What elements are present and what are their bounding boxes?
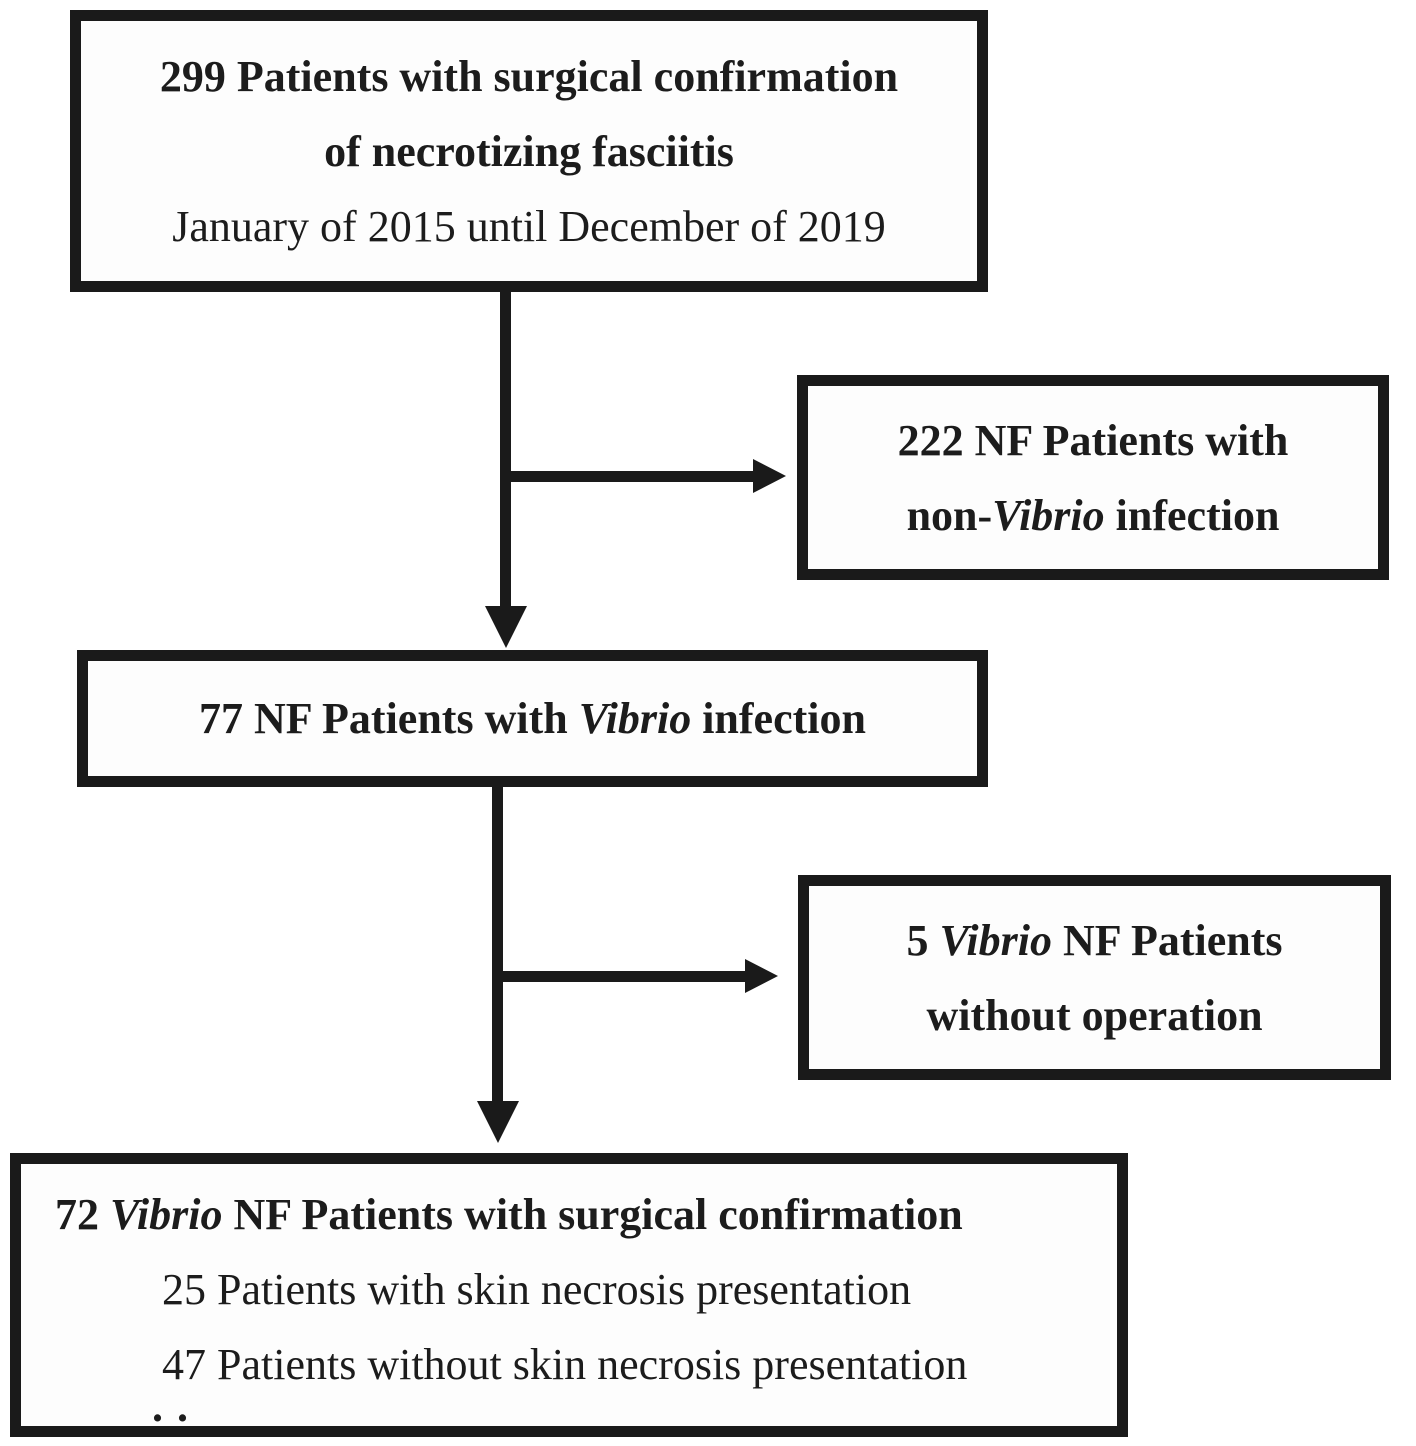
box-excluded-non-vibrio: 222 NF Patients with non-Vibrio infectio… — [797, 375, 1389, 580]
final-cohort-with-necrosis: 25 Patients with skin necrosis presentat… — [162, 1265, 912, 1314]
arrow-branch-no-operation-shaft — [497, 971, 747, 982]
final-cohort-title: 72 Vibrio NF Patients with surgical conf… — [55, 1190, 963, 1239]
arrow-branch-non-vibrio-shaft — [505, 471, 755, 482]
excluded-no-operation-line-2: without operation — [926, 990, 1263, 1040]
total-patients-line-1: 299 Patients with surgical confirmation — [159, 51, 899, 101]
total-patients-period: January of 2015 until December of 2019 — [172, 201, 886, 251]
cropped-text-artifact: .. — [152, 1382, 202, 1431]
total-patients-line-2: of necrotizing fasciitis — [324, 126, 734, 176]
excluded-non-vibrio-line-1: 222 NF Patients with — [897, 415, 1289, 465]
final-cohort-without-necrosis: 47 Patients without skin necrosis presen… — [162, 1340, 968, 1389]
excluded-no-operation-line-1: 5 Vibrio NF Patients — [906, 915, 1283, 965]
box-total-patients: 299 Patients with surgical confirmation … — [70, 10, 988, 292]
box-vibrio-infection: 77 NF Patients with Vibrio infection — [77, 650, 988, 787]
excluded-non-vibrio-line-2: non-Vibrio infection — [906, 490, 1280, 540]
arrow-vibrio-to-final-shaft — [492, 787, 503, 1102]
arrow-down-icon — [477, 1101, 519, 1143]
arrow-right-icon — [745, 959, 778, 993]
box-final-cohort: 72 Vibrio NF Patients with surgical conf… — [10, 1153, 1128, 1437]
box-excluded-no-operation: 5 Vibrio NF Patients without operation — [798, 875, 1391, 1080]
vibrio-infection-line: 77 NF Patients with Vibrio infection — [199, 694, 866, 743]
arrow-down-icon — [485, 606, 527, 648]
arrow-right-icon — [753, 459, 786, 493]
arrow-total-to-vibrio-shaft — [500, 292, 511, 607]
